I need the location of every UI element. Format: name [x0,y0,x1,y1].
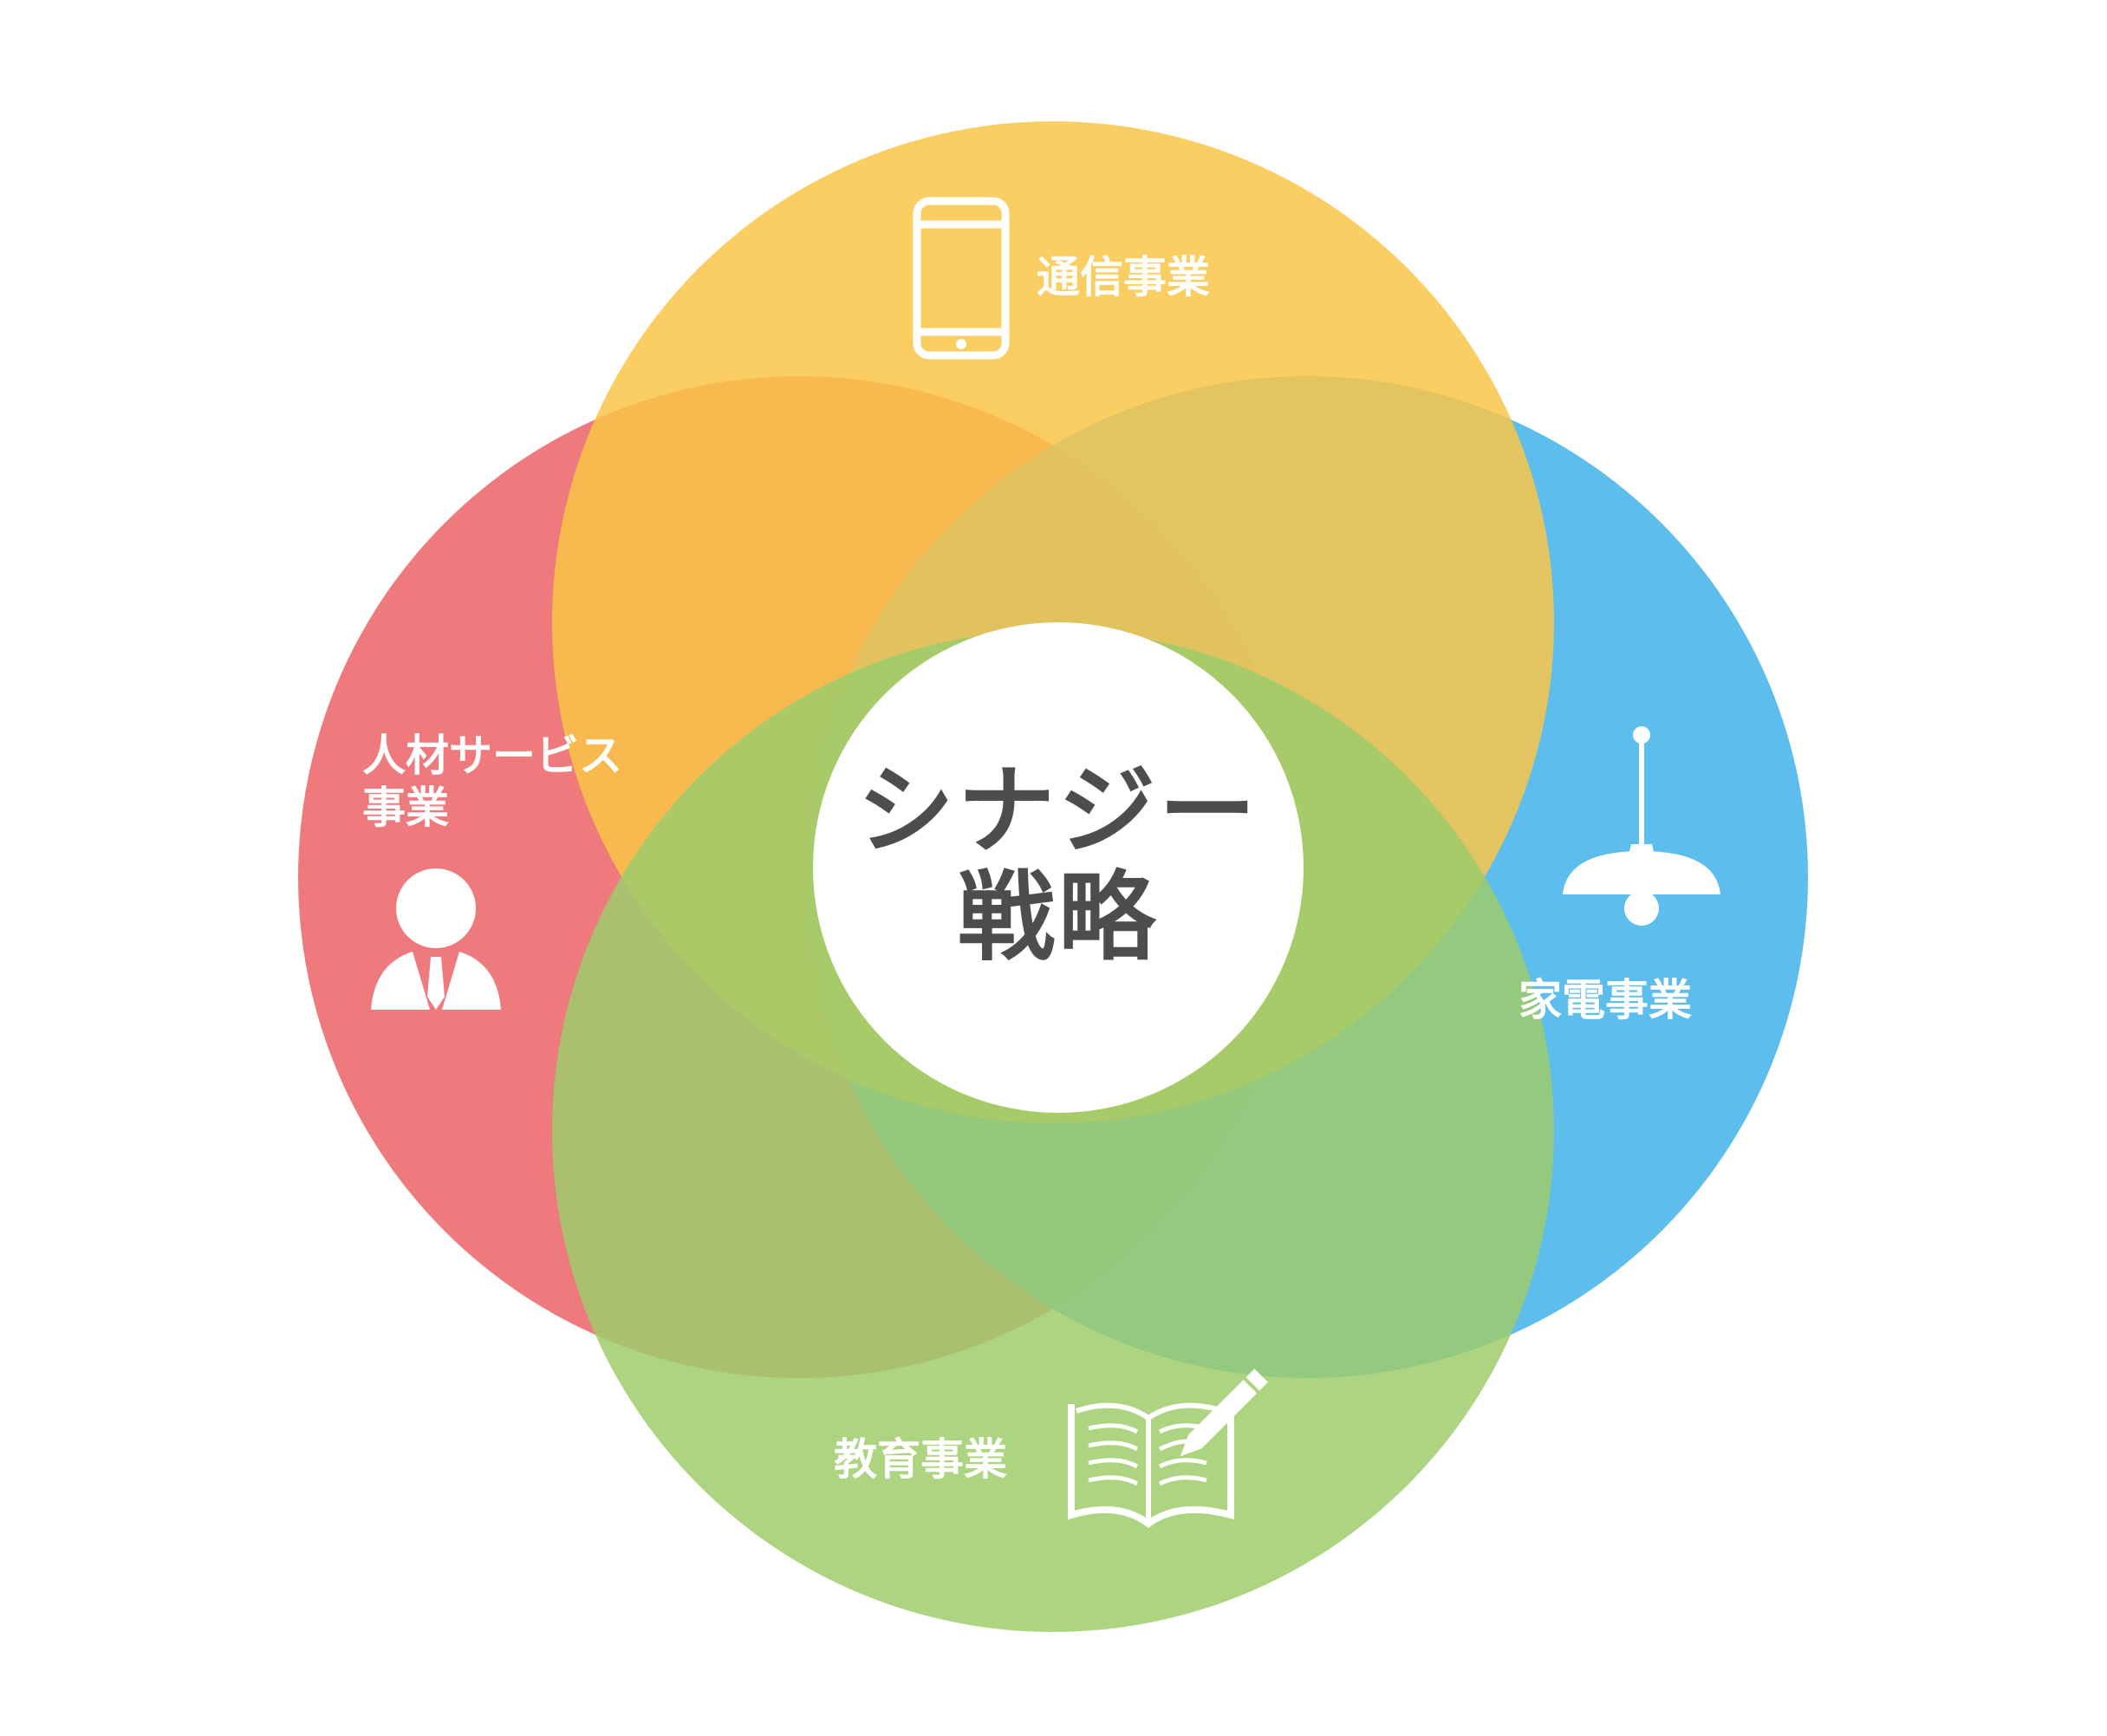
label-hr-line2: 事業 [362,783,449,833]
center-title-line2: 戦略 [958,861,1159,975]
center-title: シナジー 戦略 [815,624,1302,1111]
center-circle [813,622,1304,1113]
label-hr-services: 人材サービス 事業 [362,730,622,834]
pendant-lamp-icon [1563,726,1720,926]
label-education: 教育事業 [834,1434,1007,1485]
label-telecom: 通信事業 [1037,252,1210,302]
circle-bottom-education [552,630,1554,1632]
label-home-appliance: 家電事業 [1518,975,1692,1025]
business-person-icon [371,868,501,1010]
open-book-pencil-icon [1068,1369,1268,1528]
center-title-line1: シナジー [857,754,1259,868]
smartphone-icon [913,197,1010,360]
label-hr-line1: 人材サービス [362,731,622,781]
